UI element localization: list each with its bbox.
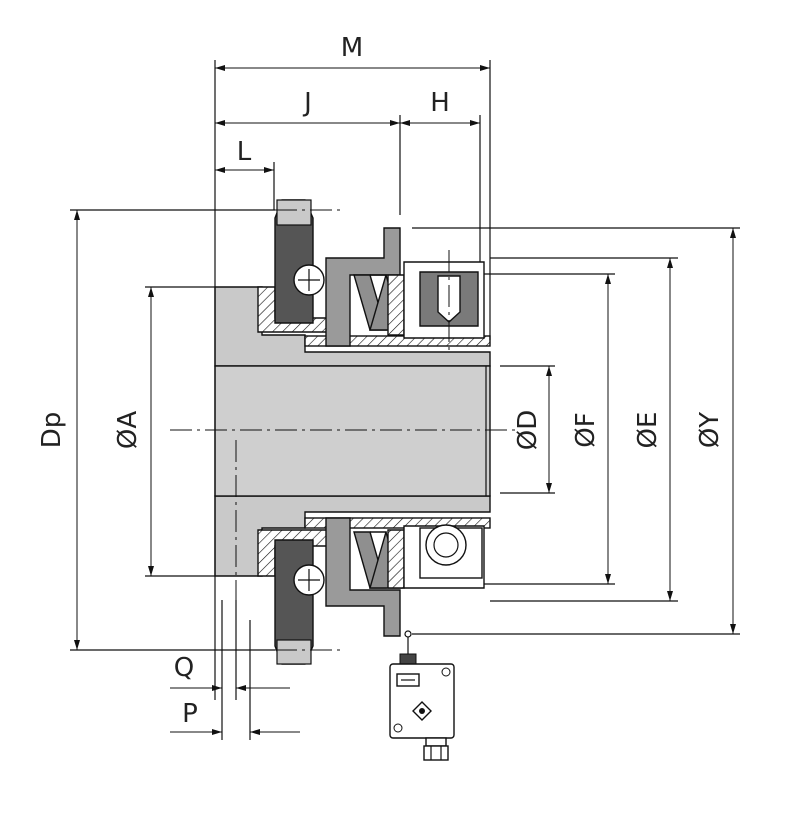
- limit-switch: [389, 630, 455, 761]
- label-L: L: [237, 137, 252, 167]
- label-Y: ØY: [695, 412, 725, 448]
- label-M: M: [341, 33, 363, 63]
- disc-springs: [353, 274, 405, 589]
- label-Q: Q: [174, 653, 194, 683]
- label-E: ØE: [633, 412, 663, 449]
- bushing-upper: [304, 335, 491, 347]
- hub-bore: [214, 365, 491, 497]
- label-J: J: [302, 88, 312, 118]
- sprocket: [274, 199, 325, 665]
- label-D: ØD: [513, 410, 543, 451]
- label-P: P: [182, 699, 198, 729]
- center-lines: [170, 209, 520, 700]
- label-H: H: [430, 88, 450, 118]
- label-A: ØA: [113, 411, 143, 449]
- hub: [214, 286, 491, 577]
- bushing-lower: [304, 517, 491, 529]
- flange-lower: [325, 517, 401, 637]
- dimension-arrows: [74, 65, 736, 735]
- label-F: ØF: [571, 412, 601, 447]
- adjusting-nut: [403, 250, 485, 589]
- dimension-labels: M J H L Dp ØA ØD ØF ØE ØY Q P: [37, 33, 725, 729]
- label-Dp: Dp: [37, 412, 67, 449]
